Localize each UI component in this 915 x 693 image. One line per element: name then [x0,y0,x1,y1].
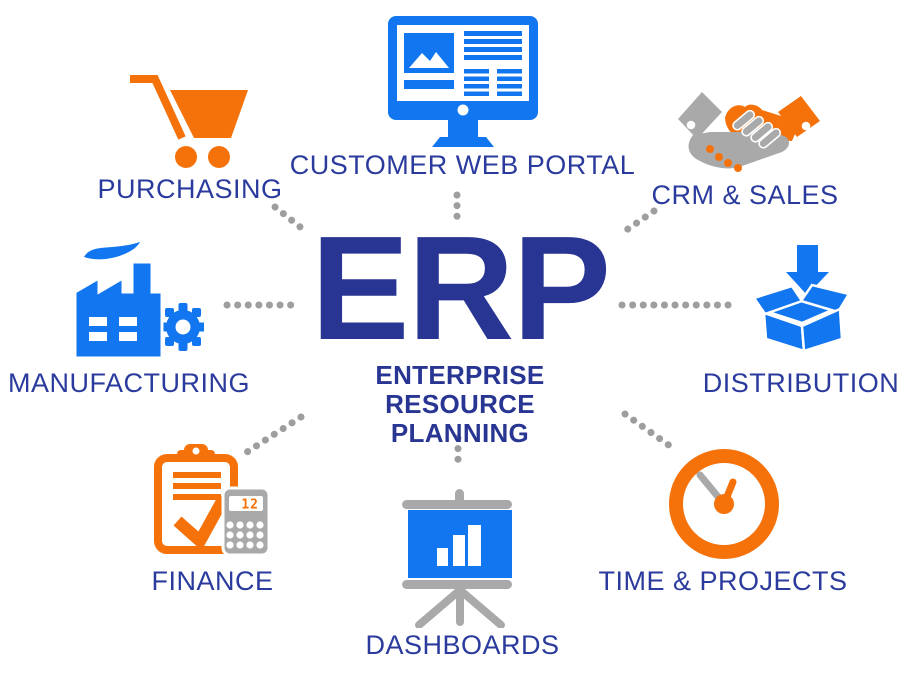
clipboard-calculator-icon: 12 [153,444,270,557]
presentation-bar-chart-icon [402,489,512,628]
node-manufacturing: MANUFACTURING [8,240,250,397]
open-box-arrow-icon [752,245,851,353]
connector-purchasing [271,203,308,234]
erp-center-block: ERP ENTERPRISE RESOURCE PLANNING [305,206,615,448]
node-crm-sales: CRM & SALES [625,87,865,209]
erp-subtitle: ENTERPRISE RESOURCE PLANNING [305,361,615,448]
time-projects-label: TIME & PROJECTS [598,566,848,596]
node-time-projects: TIME & PROJECTS [598,443,847,595]
dashboards-label: DASHBOARDS [365,630,560,660]
connector-crm-sales [621,207,658,235]
calculator-display: 12 [241,498,259,513]
clock-icon [669,449,779,559]
connector-time-projects [621,410,674,450]
manufacturing-label: MANUFACTURING [8,368,250,398]
desktop-monitor-icon [387,16,538,147]
node-purchasing: PURCHASING [85,68,295,203]
crm-sales-label: CRM & SALES [651,180,839,210]
customer-web-portal-label: CUSTOMER WEB PORTAL [289,150,636,180]
node-dashboards: DASHBOARDS [330,486,595,659]
distribution-label: DISTRIBUTION [702,368,900,398]
handshake-icon [678,92,820,172]
node-finance: 12 FINANCE [105,440,320,595]
node-distribution: DISTRIBUTION [692,241,910,397]
erp-title: ERP [310,206,611,371]
erp-subtitle-line1: ENTERPRISE RESOURCE [375,360,545,419]
shopping-cart-icon [129,75,248,168]
gear-icon [159,303,204,351]
erp-subtitle-line2: PLANNING [390,418,530,448]
factory-gear-icon [73,242,204,360]
purchasing-label: PURCHASING [97,174,283,204]
finance-label: FINANCE [151,566,274,596]
node-customer-web-portal: CUSTOMER WEB PORTAL [290,16,635,179]
